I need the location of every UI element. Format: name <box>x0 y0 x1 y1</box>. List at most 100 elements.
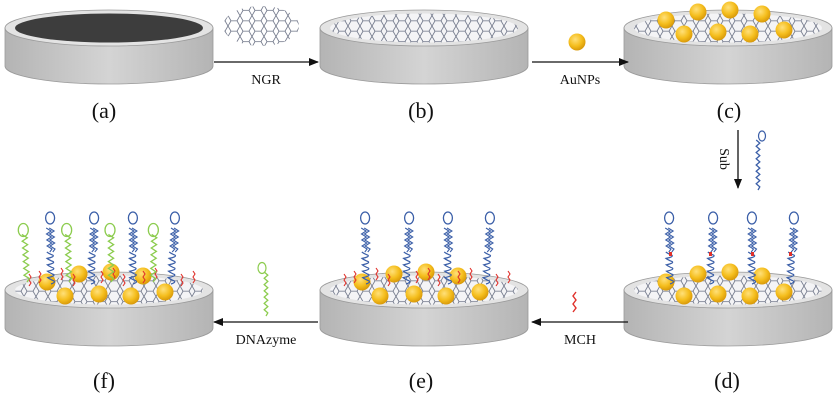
electrode-c <box>623 1 833 85</box>
substrate-probe <box>359 211 371 285</box>
gold-nanoparticle <box>38 273 56 291</box>
substrate-strand-icon <box>755 130 767 191</box>
arrow-label: Sub <box>716 148 731 170</box>
mch-molecule <box>192 270 196 284</box>
gold-nanoparticle <box>405 285 423 303</box>
panel-label: (e) <box>409 368 433 393</box>
panel-label: (d) <box>714 368 740 393</box>
gold-nanoparticle <box>709 285 727 303</box>
gold-nanoparticle <box>689 3 707 21</box>
mch-molecule <box>100 270 104 284</box>
substrate-probe <box>44 211 56 285</box>
mch-molecule <box>60 267 64 281</box>
mch-molecule <box>122 273 126 287</box>
gold-nanoparticle-icon <box>568 33 586 51</box>
substrate-probe <box>442 211 454 285</box>
dnazyme-strand <box>263 271 269 317</box>
electrode-b <box>319 9 529 85</box>
gold-nanoparticle <box>775 283 793 301</box>
gold-nanoparticle <box>709 23 727 41</box>
substrate-probe <box>746 211 758 285</box>
dnazyme-strand <box>104 222 116 283</box>
graphene-layer <box>330 13 518 43</box>
gold-nanoparticle <box>471 283 489 301</box>
gold-nanoparticle <box>689 265 707 283</box>
substrate-probe <box>663 211 675 285</box>
mch-molecule <box>343 273 347 287</box>
gold-nanoparticle <box>741 25 759 43</box>
mch-molecule <box>38 270 42 284</box>
cleavage-site <box>709 252 712 256</box>
arrow-label: MCH <box>564 333 596 348</box>
mch-molecule <box>437 273 441 287</box>
electrode-f <box>4 211 214 347</box>
dnazyme-strand <box>147 222 160 283</box>
cleavage-site <box>669 252 672 256</box>
gold-nanoparticle <box>721 263 739 281</box>
arrows-layer <box>213 6 767 326</box>
gold-nanoparticle <box>675 25 693 43</box>
gold-nanoparticle <box>134 267 152 285</box>
substrate-probe <box>705 211 719 285</box>
substrate-probe <box>86 211 100 285</box>
cleavage-site <box>751 252 754 256</box>
gold-nanoparticle <box>102 263 120 281</box>
dnazyme-strand <box>61 222 73 283</box>
gold-nanoparticle <box>753 5 771 23</box>
gold-nanoparticle <box>657 273 675 291</box>
cleavage-site <box>789 252 792 256</box>
gold-nanoparticle <box>753 267 771 285</box>
gold-nanoparticle <box>657 11 675 29</box>
gold-nanoparticle <box>56 287 74 305</box>
mch-molecule <box>375 267 379 281</box>
dnazyme-strand <box>17 222 31 283</box>
gold-nanoparticle <box>156 283 174 301</box>
mch-icon <box>572 291 577 313</box>
electrode-d <box>623 211 833 347</box>
mch-molecule <box>142 270 146 284</box>
gold-nanoparticle <box>437 287 455 305</box>
arrow-label: NGR <box>251 73 281 88</box>
gold-nanoparticle <box>675 287 693 305</box>
gold-nanoparticle <box>741 287 759 305</box>
mch-molecule <box>72 273 76 287</box>
dnazyme-icon <box>257 261 269 317</box>
substrate-probe <box>785 211 800 285</box>
electrodes-layer <box>4 1 833 347</box>
mch-molecule <box>387 273 391 287</box>
gold-nanoparticle <box>371 287 389 305</box>
gold-nanoparticle <box>775 21 793 39</box>
mch-molecule <box>507 270 511 284</box>
panel-label: (f) <box>93 368 115 393</box>
substrate-probe <box>481 211 496 285</box>
arrow-label: AuNPs <box>560 73 600 88</box>
substrate-probe <box>401 211 415 285</box>
mch-molecule <box>154 267 158 281</box>
substrate-probe <box>127 211 139 285</box>
gold-nanoparticle <box>122 287 140 305</box>
graphene-sheet-icon <box>223 6 299 46</box>
mch-molecule <box>180 273 184 287</box>
gold-nanoparticle <box>721 1 739 19</box>
substrate-strand <box>755 139 761 191</box>
gold-nanoparticle <box>90 285 108 303</box>
mch-molecule <box>353 270 357 284</box>
electrode-e <box>319 211 529 347</box>
mch-molecule <box>495 273 499 287</box>
mch-molecule <box>415 270 419 284</box>
mch-molecule <box>427 267 431 281</box>
panel-label: (c) <box>717 98 741 123</box>
panel-label: (a) <box>92 98 116 123</box>
electrode-a <box>4 9 214 85</box>
mch-molecule <box>457 270 461 284</box>
substrate-probe <box>166 211 181 285</box>
gold-nanoparticle <box>353 273 371 291</box>
panel-label: (b) <box>408 98 434 123</box>
gold-nanoparticle <box>449 267 467 285</box>
mch-molecule <box>112 267 116 281</box>
arrow-label: DNAzyme <box>236 333 297 348</box>
electrode-surface <box>15 13 203 43</box>
